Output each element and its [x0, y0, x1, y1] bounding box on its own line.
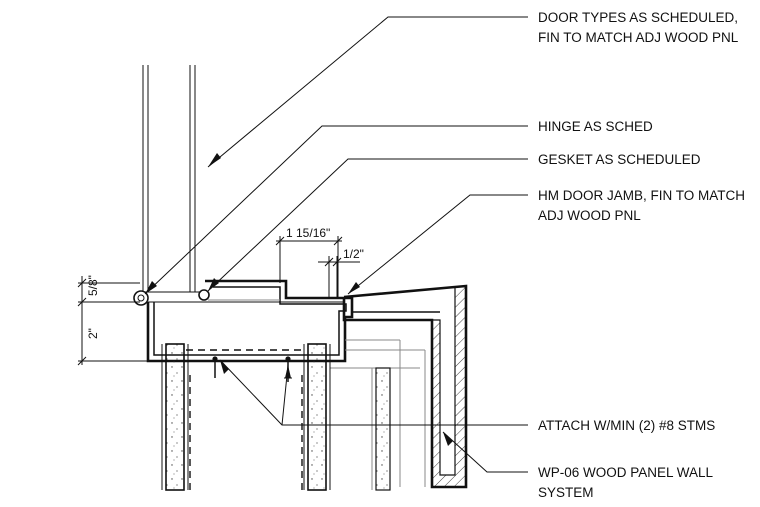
left-stud — [161, 343, 189, 491]
door-leaf — [142, 65, 205, 293]
dim-frame: 2" — [86, 328, 100, 339]
dimension-lines — [77, 236, 360, 366]
note-door-types-line2: FIN TO MATCH ADJ WOOD PNL — [538, 30, 739, 45]
note-wall-line2: SYSTEM — [538, 485, 594, 500]
leader-arrows — [145, 153, 453, 446]
note-gasket: GESKET AS SCHEDULED — [538, 152, 701, 167]
note-hinge: HINGE AS SCHED — [538, 119, 653, 134]
right-stud — [303, 343, 331, 491]
leader-lines — [144, 16, 528, 473]
gasket-symbol — [198, 289, 210, 301]
dim-jamb-depth: 1 15/16" — [286, 226, 330, 240]
wood-panel-wall — [342, 284, 468, 489]
dim-face: 5/8" — [86, 275, 100, 296]
note-attach: ATTACH W/MIN (2) #8 STMS — [538, 418, 715, 433]
note-door-types-line1: DOOR TYPES AS SCHEDULED, — [538, 10, 738, 25]
dim-stop: 1/2" — [343, 247, 364, 261]
substrate-lines — [330, 339, 426, 487]
note-jamb-line1: HM DOOR JAMB, FIN TO MATCH — [538, 188, 745, 203]
note-jamb-line2: ADJ WOOD PNL — [538, 208, 641, 223]
center-stud — [371, 367, 391, 491]
note-wall-line1: WP-06 WOOD PANEL WALL — [538, 465, 714, 480]
